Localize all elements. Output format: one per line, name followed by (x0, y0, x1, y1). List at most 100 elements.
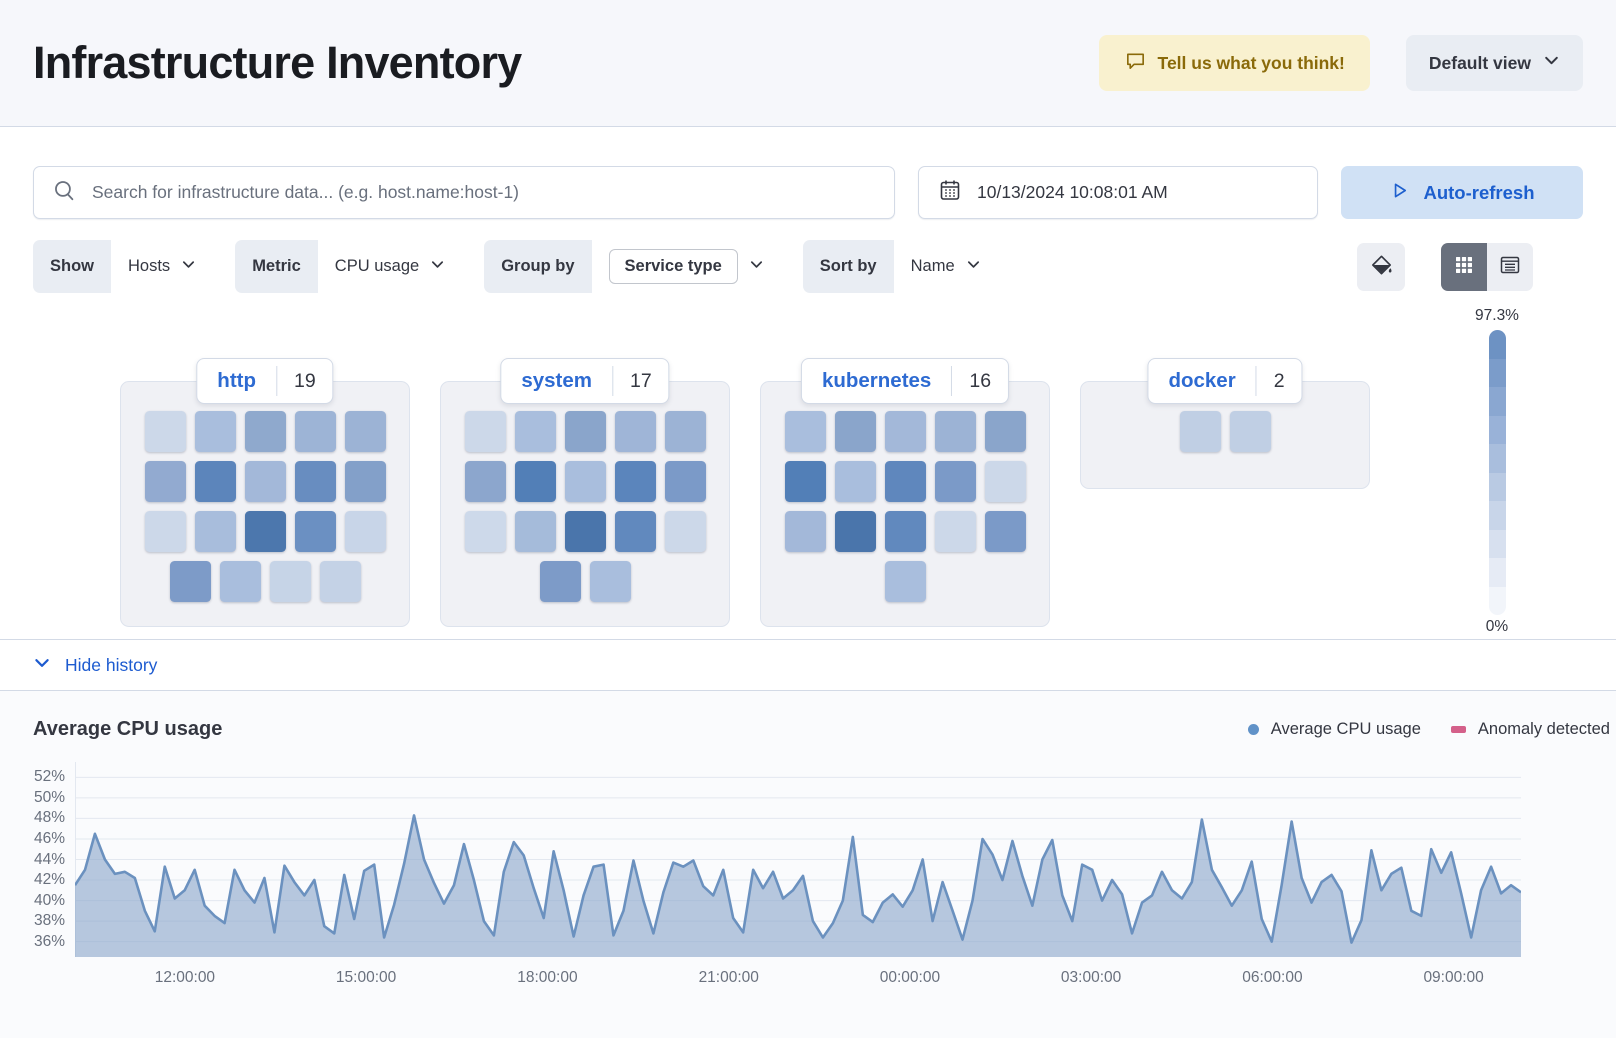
host-cell[interactable] (294, 411, 336, 452)
host-cell[interactable] (564, 461, 606, 502)
host-cell[interactable] (834, 461, 876, 502)
host-cell[interactable] (614, 461, 656, 502)
scale-step (1488, 501, 1506, 530)
speech-bubble-icon (1124, 49, 1147, 77)
scale-step (1488, 387, 1506, 416)
host-cell[interactable] (664, 461, 706, 502)
sort-by-filter-value: Name (910, 257, 955, 275)
host-cell[interactable] (934, 411, 976, 452)
host-cell[interactable] (784, 411, 826, 452)
host-cell[interactable] (1229, 411, 1271, 452)
scale-step (1488, 415, 1506, 444)
hide-history-button[interactable]: Hide history (33, 654, 157, 677)
host-cell[interactable] (614, 411, 656, 452)
host-cell[interactable] (514, 461, 556, 502)
scale-step (1488, 558, 1506, 587)
show-filter-value: Hosts (128, 257, 171, 275)
host-cell[interactable] (464, 411, 506, 452)
host-cell[interactable] (244, 511, 286, 552)
host-cell[interactable] (664, 411, 706, 452)
group-name-link[interactable]: docker (1168, 369, 1236, 392)
cpu-legend-dot (1247, 724, 1259, 735)
host-cell[interactable] (884, 411, 926, 452)
search-box (33, 166, 895, 219)
table-view-button[interactable] (1487, 242, 1533, 291)
host-cell[interactable] (784, 461, 826, 502)
host-cell[interactable] (984, 461, 1026, 502)
x-tick-label: 21:00:00 (698, 969, 759, 986)
y-tick-label: 50% (33, 788, 65, 806)
host-cell[interactable] (834, 511, 876, 552)
host-cell[interactable] (344, 511, 386, 552)
view-dropdown-button[interactable]: Default view (1405, 35, 1583, 91)
chart-plot[interactable] (75, 762, 1521, 957)
host-cell[interactable] (784, 511, 826, 552)
host-cell[interactable] (514, 511, 556, 552)
group-count: 2 (1273, 369, 1285, 392)
group-name-link[interactable]: system (521, 369, 592, 392)
scale-step (1488, 444, 1506, 473)
host-cell[interactable] (984, 511, 1026, 552)
date-time-picker[interactable]: 10/13/2024 10:08:01 AM (918, 166, 1318, 219)
hide-history-label: Hide history (65, 654, 158, 675)
auto-refresh-button[interactable]: Auto-refresh (1341, 166, 1583, 219)
auto-refresh-label: Auto-refresh (1423, 181, 1535, 203)
host-cell[interactable] (884, 561, 926, 602)
group-by-filter-value[interactable]: Service type (608, 249, 738, 284)
host-cell[interactable] (884, 511, 926, 552)
host-cell[interactable] (344, 411, 386, 452)
host-cell[interactable] (464, 461, 506, 502)
host-cell[interactable] (834, 411, 876, 452)
show-filter-label: Show (33, 240, 111, 293)
x-tick-label: 12:00:00 (154, 969, 216, 986)
group-name-link[interactable]: kubernetes (821, 369, 932, 392)
host-cell[interactable] (169, 561, 211, 602)
host-cell[interactable] (294, 461, 336, 502)
host-cell[interactable] (144, 511, 186, 552)
host-cell[interactable] (144, 461, 186, 502)
host-cell[interactable] (514, 411, 556, 452)
scale-min-label: 0% (1485, 618, 1509, 635)
group-by-filter-select[interactable]: Service type (591, 240, 781, 293)
host-cell[interactable] (144, 411, 186, 452)
host-cell[interactable] (194, 511, 236, 552)
feedback-button[interactable]: Tell us what you think! (1098, 35, 1370, 91)
sort-by-filter-select[interactable]: Name (893, 240, 998, 293)
sort-by-filter-group: Sort by Name (802, 240, 998, 293)
host-cell[interactable] (884, 461, 926, 502)
host-cell[interactable] (464, 511, 506, 552)
map-view-button[interactable] (1441, 242, 1487, 291)
show-filter-select[interactable]: Hosts (111, 240, 214, 293)
host-cell[interactable] (614, 511, 656, 552)
host-cell[interactable] (1179, 411, 1221, 452)
color-palette-button[interactable] (1357, 242, 1405, 291)
host-cell[interactable] (244, 411, 286, 452)
page-header: Infrastructure Inventory Tell us what yo… (0, 0, 1616, 127)
host-cell[interactable] (319, 561, 361, 602)
paint-bucket-icon (1369, 253, 1394, 281)
host-cell[interactable] (194, 411, 236, 452)
host-cell[interactable] (564, 511, 606, 552)
host-cell[interactable] (934, 511, 976, 552)
scale-step (1488, 330, 1506, 359)
host-cell[interactable] (344, 461, 386, 502)
host-cell[interactable] (564, 411, 606, 452)
host-cell[interactable] (244, 461, 286, 502)
host-cell[interactable] (219, 561, 261, 602)
host-cell[interactable] (194, 461, 236, 502)
host-cell[interactable] (934, 461, 976, 502)
host-cell[interactable] (294, 511, 336, 552)
host-cell[interactable] (269, 561, 311, 602)
chevron-down-icon (749, 257, 764, 277)
scale-max-label: 97.3% (1475, 307, 1519, 324)
host-cell[interactable] (664, 511, 706, 552)
group-name-link[interactable]: http (217, 369, 256, 392)
host-cell[interactable] (539, 561, 581, 602)
host-cell[interactable] (589, 561, 631, 602)
host-cell[interactable] (984, 411, 1026, 452)
chevron-down-icon (33, 654, 51, 677)
search-input[interactable] (92, 182, 876, 203)
metric-filter-select[interactable]: CPU usage (317, 240, 463, 293)
